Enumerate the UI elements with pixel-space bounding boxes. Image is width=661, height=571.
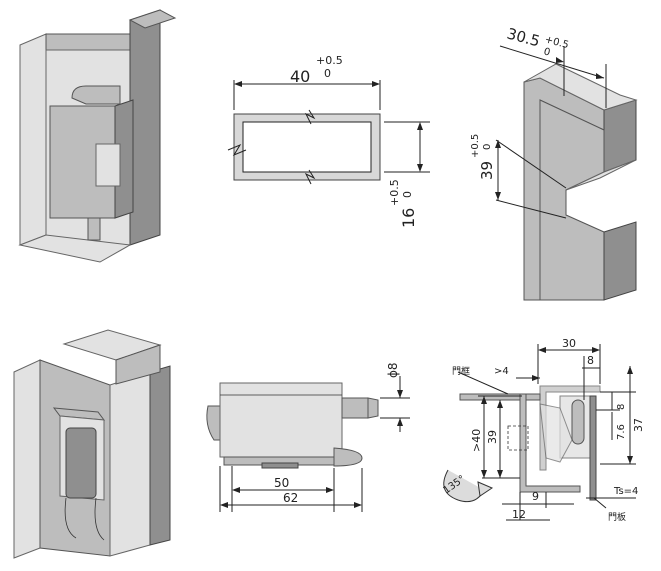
frame-width-tol-upper: +0.5 [316,54,343,67]
dim-37-label: 37 [632,418,645,432]
door-leaf-label: 門框 [452,365,470,377]
pin-diameter-label: ϕ8 [386,362,400,378]
dim-39-label: 39 [486,430,499,444]
frame-height-label: 16 [399,208,418,228]
cutout-height-label: 39 [478,161,496,180]
frame-profile-section [227,80,430,185]
cutout-depth-label: 30.5 [505,24,542,50]
dim-door-clear-label: >4 [494,366,509,377]
frame-width-label: 40 [290,67,310,86]
dim-40-label: >40 [470,429,483,452]
dim-12-label: 12 [512,508,526,521]
cutout-depth-tol-lower: 0 [542,46,551,58]
installation-drawing [443,344,636,521]
frame-width-tol-lower: 0 [324,67,331,80]
dim-9-label: 9 [532,490,539,503]
door-plate-label: 門板 [608,511,626,523]
hinge-3d-view-bottom [13,329,171,559]
hinge-side-view [206,376,410,512]
thickness-label: Ts=4 [613,486,638,497]
len-inner-label: 50 [274,476,289,490]
cutout-height-tol-lower: 0 [482,144,493,150]
hinge-3d-view-top [18,9,177,263]
frame-height-tol-lower: 0 [401,191,414,198]
cutout-height-tol-upper: +0.5 [470,134,481,158]
dim-8-top-label: 8 [587,354,594,367]
frame-height-tol-upper: +0.5 [388,179,401,206]
cutout-profile-3d [495,45,638,301]
dim-7-6-label: 7.6 [616,424,627,440]
dim-30-label: 30 [562,337,576,350]
dim-8-right-label: 8 [616,404,627,410]
len-outer-label: 62 [283,491,298,505]
